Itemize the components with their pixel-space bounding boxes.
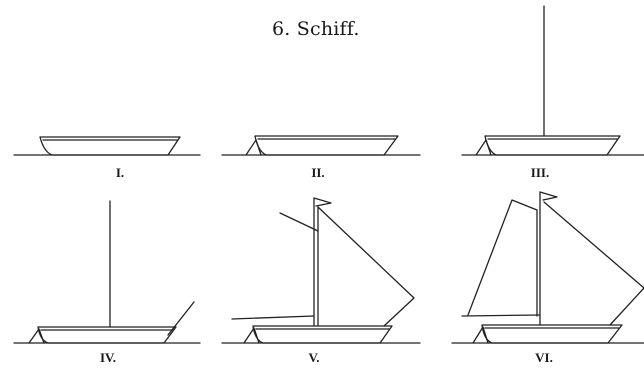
boom [461,314,541,317]
figure-label-5: V. [308,350,320,365]
figure-4 [13,200,201,344]
boom [231,315,315,320]
figure-3 [461,5,644,156]
bowsprit [167,301,195,336]
flag [539,191,558,201]
figure-label-4: IV. [99,350,117,365]
figure-2 [221,135,421,156]
figure-label-3: III. [530,165,550,180]
main-sail [543,201,644,326]
sail [317,206,415,327]
ship-hull [39,136,181,156]
rudder [472,326,489,344]
figure-label-1: I. [115,165,125,180]
figure-5 [221,197,421,344]
flag [313,197,332,207]
rudder [245,139,262,156]
figure-label-2: II. [311,165,325,180]
page-title: 6. Schiff. [272,18,360,40]
rudder [28,328,45,344]
figure-1 [13,136,201,156]
fore-sail [467,199,538,316]
gaff [279,212,319,232]
rudder [243,327,260,344]
rudder [475,139,492,156]
figure-6 [451,191,644,344]
figure-label-6: VI. [535,350,553,365]
